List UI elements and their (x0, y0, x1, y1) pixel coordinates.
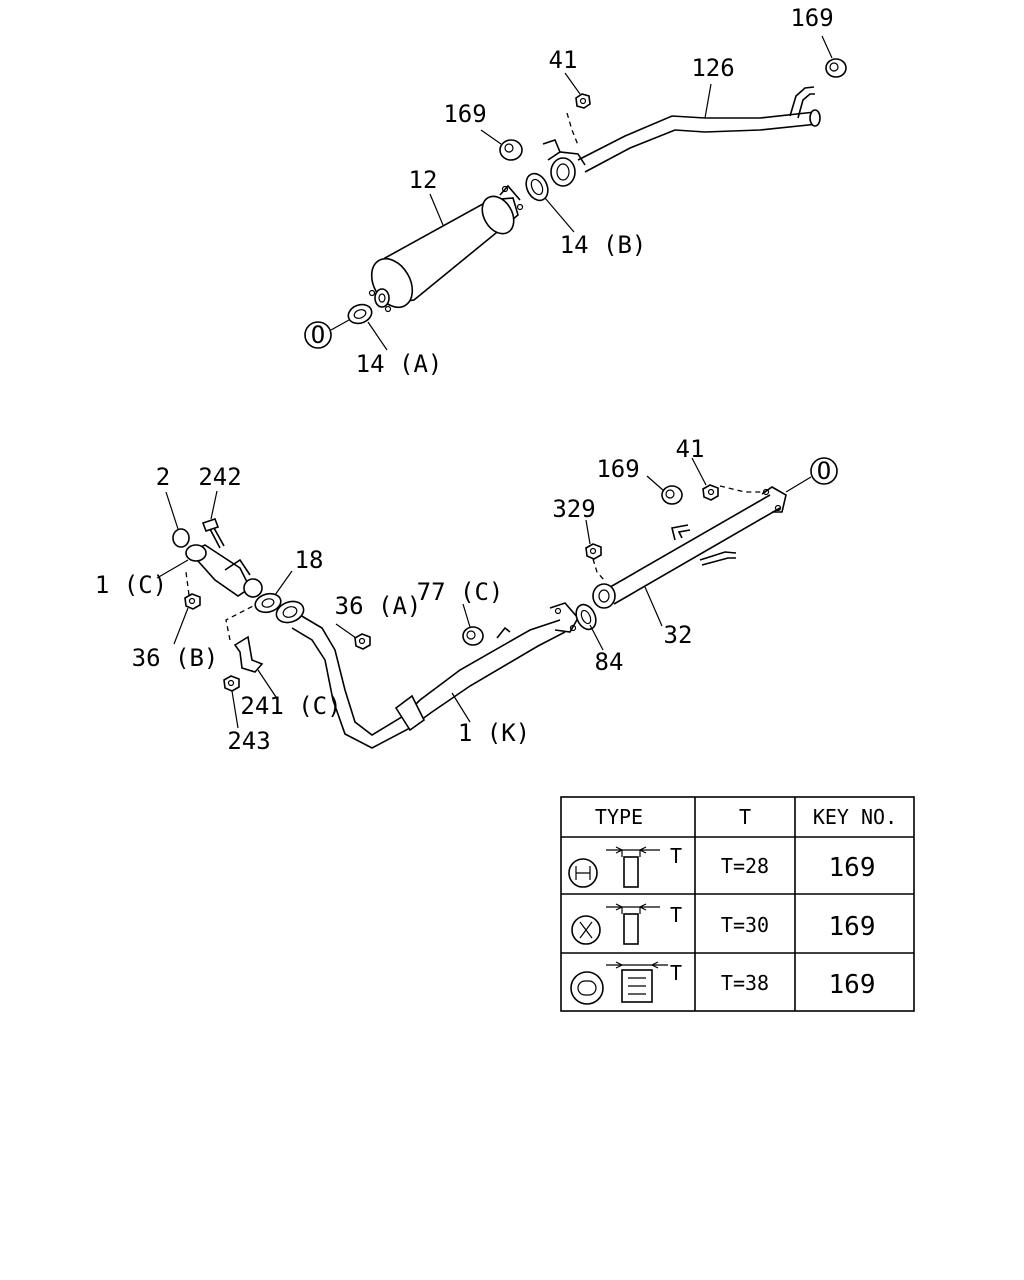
dim-label-3: T (670, 961, 682, 985)
gasket-14a (347, 303, 373, 325)
table-row: T T=38 169 (570, 961, 876, 1005)
label-41-lower: 41 (676, 435, 705, 463)
hanger-type-3-icon (570, 961, 668, 1005)
t-value-1: T=28 (721, 854, 769, 878)
connector-mark-upper-text: O (311, 321, 325, 349)
label-32: 32 (664, 621, 693, 649)
dim-label-2: T (670, 903, 682, 927)
label-329: 329 (552, 495, 595, 523)
type-table: TYPE T KEY NO. T T=28 169 (560, 796, 915, 1012)
label-41-upper: 41 (549, 46, 578, 74)
nut-329 (585, 543, 605, 581)
connector-mark-lower: O (785, 457, 838, 493)
nut-41-upper (566, 93, 591, 146)
label-14b: 14 (B) (560, 231, 647, 259)
label-14a: 14 (A) (356, 350, 443, 378)
center-pipe-32 (592, 486, 787, 609)
rubber-hanger-77c (462, 626, 484, 646)
label-169-top: 169 (790, 4, 833, 32)
front-pipe-1k (275, 600, 579, 749)
nut-243 (223, 675, 240, 692)
upper-leader-lines (367, 35, 833, 351)
lower-leader-lines (156, 457, 707, 729)
label-18: 18 (295, 546, 324, 574)
label-243: 243 (227, 727, 270, 755)
table-header-key-no: KEY NO. (813, 805, 897, 829)
bracket-241c (225, 604, 264, 673)
label-242: 242 (198, 463, 241, 491)
gasket-14b (525, 172, 549, 202)
label-36a: 36 (A) (335, 592, 422, 620)
table-row: T T=28 169 (568, 844, 876, 888)
label-2: 2 (156, 463, 170, 491)
key-no-3: 169 (829, 970, 876, 1000)
rubber-hanger-169-upper (499, 139, 523, 161)
t-value-2: T=30 (721, 913, 769, 937)
key-no-2: 169 (829, 912, 876, 942)
gasket-18 (254, 592, 282, 614)
t-value-3: T=38 (721, 971, 769, 995)
table-header-type: TYPE (595, 805, 643, 829)
hanger-type-2-icon (571, 903, 660, 945)
hanger-type-1-icon (568, 846, 660, 888)
nut-41-lower (702, 484, 766, 501)
label-1k: 1 (K) (458, 719, 530, 747)
gasket-84 (575, 603, 597, 631)
rubber-hanger-169-lower (661, 485, 683, 505)
nut-36a (354, 633, 371, 650)
label-241c: 241 (C) (240, 692, 341, 720)
dim-label-1: T (670, 844, 682, 868)
ring-2 (172, 528, 190, 548)
bolt-242 (201, 517, 225, 549)
nut-36b (184, 571, 201, 610)
label-77c: 77 (C) (417, 578, 504, 606)
lower-assembly: O 2 242 1 (C) 18 36 (A) 36 (B) 24 (95, 435, 838, 755)
muffler-12 (368, 184, 524, 313)
table-header-t: T (739, 805, 751, 829)
tail-pipe-126 (542, 86, 821, 187)
connector-mark-lower-text: O (817, 457, 831, 485)
upper-assembly: O 169 126 41 169 12 14 (B) 14 (A) (304, 4, 847, 378)
label-12: 12 (409, 166, 438, 194)
flange-pipe-1c (185, 544, 263, 598)
label-1c: 1 (C) (95, 571, 167, 599)
label-169-lower: 169 (596, 455, 639, 483)
label-84: 84 (595, 648, 624, 676)
label-169-upper: 169 (443, 100, 486, 128)
label-126: 126 (691, 54, 734, 82)
connector-mark-upper: O (304, 319, 350, 349)
key-no-1: 169 (829, 853, 876, 883)
rubber-hanger-169-top (825, 58, 847, 78)
table-row: T T=30 169 (571, 903, 876, 945)
label-36b: 36 (B) (132, 644, 219, 672)
